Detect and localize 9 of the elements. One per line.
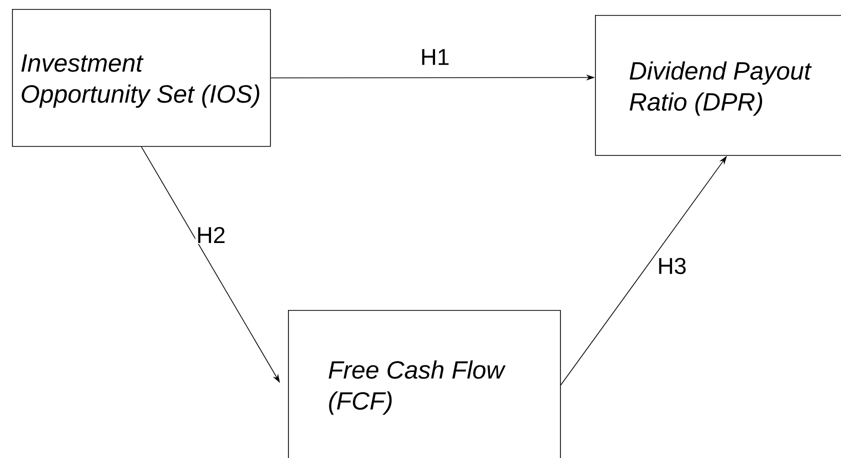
edge-label: H1 [419, 48, 451, 66]
process-box [12, 9, 271, 147]
box-text: Free Cash Flow (FCF) [328, 360, 506, 415]
edge-label: H3 [656, 256, 688, 276]
process-box [595, 15, 841, 156]
edge-label: H2 [195, 226, 227, 244]
process-box [288, 310, 561, 458]
box-text: Dividend Payout Ratio (DPR) [630, 61, 812, 116]
box-text: Investment Opportunity Set (IOS) [21, 54, 260, 108]
